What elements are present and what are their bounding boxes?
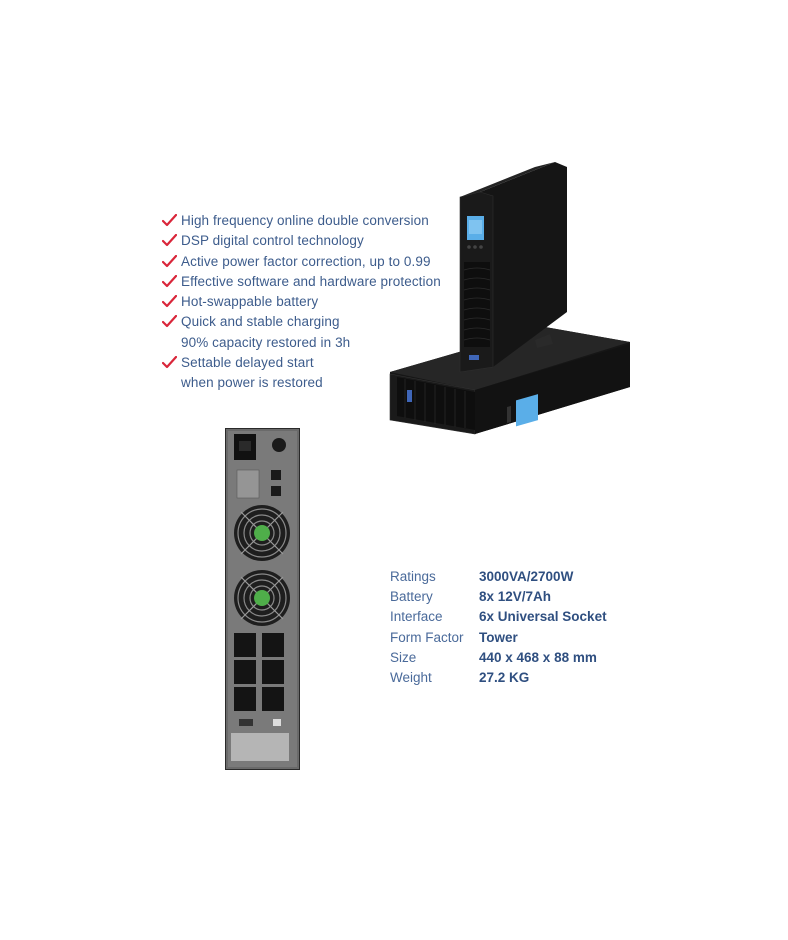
spec-row: Interface 6x Universal Socket — [390, 607, 607, 627]
spec-value: 3000VA/2700W — [479, 568, 574, 584]
feature-subtext: when power is restored — [181, 375, 323, 391]
feature-item: Settable delayed start when power is res… — [162, 353, 462, 394]
spec-label: Battery — [390, 588, 433, 604]
checkmark-icon — [162, 234, 177, 247]
checkmark-icon — [162, 315, 177, 328]
feature-text: High frequency online double conversion — [181, 213, 429, 228]
spec-label: Form Factor — [390, 629, 464, 645]
spec-label: Size — [390, 649, 417, 665]
fan-icon — [234, 505, 290, 561]
spec-label: Ratings — [390, 568, 436, 584]
spec-row: Form Factor Tower — [390, 627, 607, 647]
checkmark-icon — [162, 295, 177, 308]
feature-item: Effective software and hardware protecti… — [162, 272, 462, 292]
fan-icon — [234, 570, 290, 626]
spec-row: Weight 27.2 KG — [390, 667, 607, 687]
feature-item: High frequency online double conversion — [162, 211, 462, 231]
feature-text: Hot-swappable battery — [181, 294, 319, 310]
feature-text: Quick and stable charging — [181, 314, 340, 330]
spec-row: Size 440 x 468 x 88 mm — [390, 647, 607, 667]
spec-value: 440 x 468 x 88 mm — [479, 649, 597, 665]
feature-item: Quick and stable charging 90% capacity r… — [162, 312, 462, 353]
feature-item: Hot-swappable battery — [162, 292, 462, 312]
feature-text: Settable delayed start — [181, 355, 314, 371]
checkmark-icon — [162, 274, 177, 287]
spec-value: Tower — [479, 629, 518, 645]
feature-text: DSP digital control technology — [181, 233, 364, 249]
ups-rear-panel-image — [225, 428, 300, 770]
feature-text: Active power factor correction, up to 0.… — [181, 253, 431, 269]
spec-row: Battery 8x 12V/7Ah — [390, 586, 607, 606]
output-sockets — [234, 633, 284, 711]
spec-row: Ratings 3000VA/2700W — [390, 566, 607, 586]
spec-label: Interface — [390, 609, 443, 625]
checkmark-icon — [162, 254, 177, 267]
feature-item: Active power factor correction, up to 0.… — [162, 252, 462, 272]
checkmark-icon — [162, 214, 177, 227]
ups-product-image — [389, 162, 630, 435]
checkmark-icon — [162, 356, 177, 369]
feature-item: DSP digital control technology — [162, 231, 462, 251]
spec-value: 27.2 KG — [479, 670, 530, 686]
feature-list: High frequency online double conversion … — [162, 211, 462, 394]
feature-subtext: 90% capacity restored in 3h — [181, 334, 351, 350]
spec-label: Weight — [390, 670, 432, 686]
spec-table: Ratings 3000VA/2700W Battery 8x 12V/7Ah … — [390, 566, 607, 688]
spec-value: 8x 12V/7Ah — [479, 588, 552, 604]
spec-value: 6x Universal Socket — [479, 609, 607, 625]
tower-ups-unit — [459, 162, 567, 373]
feature-text: Effective software and hardware protecti… — [181, 273, 441, 289]
rack-ups-unit — [389, 327, 630, 435]
